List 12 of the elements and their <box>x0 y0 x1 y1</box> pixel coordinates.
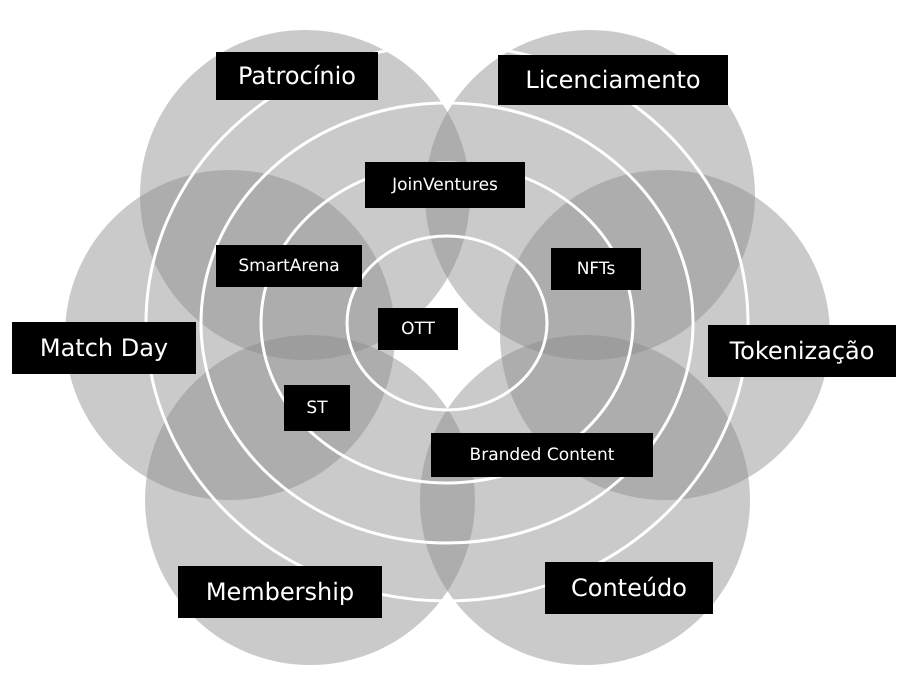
label-box: SmartArena <box>216 245 362 287</box>
label-box: JoinVentures <box>365 162 525 208</box>
label-box: OTT <box>378 308 458 350</box>
label-box: Branded Content <box>431 433 653 477</box>
label-box: Licenciamento <box>498 55 728 105</box>
label-box: Match Day <box>12 322 196 374</box>
label-box: Tokenização <box>708 325 896 377</box>
label-box: NFTs <box>551 248 641 290</box>
label-box: ST <box>284 385 350 431</box>
label-box: Membership <box>178 566 382 618</box>
label-box: Patrocínio <box>216 52 378 100</box>
label-box: Conteúdo <box>545 562 713 614</box>
